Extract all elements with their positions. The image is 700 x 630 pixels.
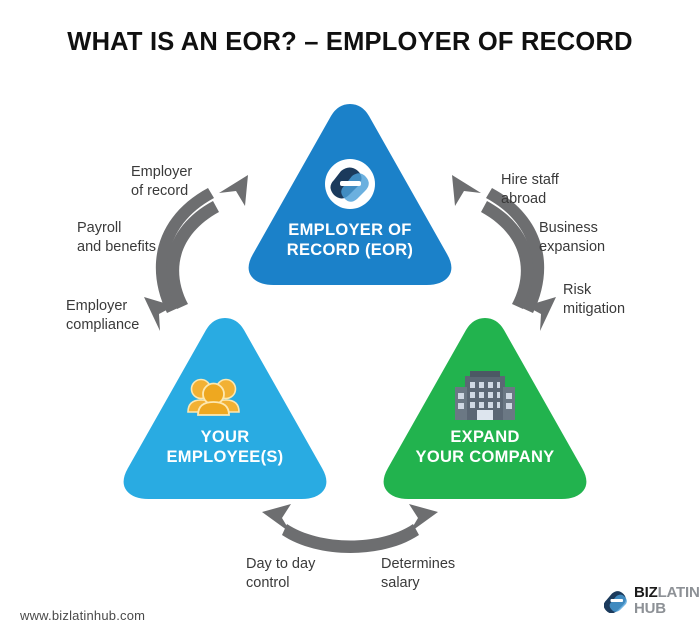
- flow-label-determines-salary: Determines salary: [381, 555, 501, 594]
- flow-label-line1: Risk: [563, 282, 592, 298]
- flow-label-line2: salary: [381, 575, 420, 592]
- flow-label-line1: Employer: [66, 298, 128, 314]
- biz-latin-hub-logo-text: BIZLATIN HUB: [634, 585, 700, 616]
- page-title: WHAT IS AN EOR? – EMPLOYER OF RECORD: [67, 28, 633, 56]
- flow-label-line2: compliance: [66, 317, 140, 334]
- flow-label-risk-mitigation: Risk mitigation: [563, 281, 700, 320]
- office-building-icon: [455, 371, 515, 420]
- flow-label-line1: Employer: [131, 164, 193, 180]
- biz-latin-hub-logo[interactable]: BIZLATIN HUB: [604, 585, 700, 616]
- biz-latin-hub-logo-icon: [604, 591, 627, 613]
- flow-label-line2: control: [246, 575, 290, 592]
- logo-biz-text: BIZ: [634, 584, 658, 601]
- people-group-icon: [187, 378, 240, 416]
- logo-latin-text: LATIN: [657, 584, 700, 601]
- flow-label-hire-staff-abroad: Hire staff abroad: [501, 171, 641, 210]
- flow-label-line2: and benefits: [77, 239, 157, 256]
- flow-label-line1: Hire staff: [501, 172, 559, 188]
- flow-label-line2: mitigation: [563, 301, 626, 318]
- node-employer-of-record[interactable]: [248, 104, 452, 285]
- flow-label-employer-compliance: Employer compliance: [66, 297, 206, 336]
- employees-company-arrow: [262, 504, 438, 553]
- biz-latin-hub-link-icon: [325, 159, 375, 209]
- flow-label-day-to-day-control: Day to day control: [246, 555, 366, 594]
- eor-to-company-arrow: [452, 175, 556, 331]
- logo-line1: BIZLATIN: [634, 585, 700, 600]
- flow-label-business-expansion: Business expansion: [539, 219, 689, 258]
- flow-label-line2: of record: [131, 183, 189, 200]
- logo-hub-text: HUB: [634, 600, 666, 617]
- employees-to-eor-arrow: [144, 175, 248, 331]
- flow-label-employer-of-record: Employer of record: [131, 163, 261, 202]
- footer-website-url[interactable]: www.bizlatinhub.com: [20, 608, 146, 623]
- flow-label-line2: abroad: [501, 191, 547, 208]
- flow-label-line1: Day to day: [246, 556, 316, 572]
- node-expand-your-company[interactable]: [383, 318, 587, 499]
- flow-label-payroll-and-benefits: Payroll and benefits: [77, 219, 217, 258]
- flow-label-line2: expansion: [539, 239, 606, 256]
- flow-label-line1: Payroll: [77, 220, 122, 236]
- node-your-employees[interactable]: [123, 318, 327, 499]
- flow-label-line1: Business: [539, 220, 598, 236]
- flow-label-line1: Determines: [381, 556, 456, 572]
